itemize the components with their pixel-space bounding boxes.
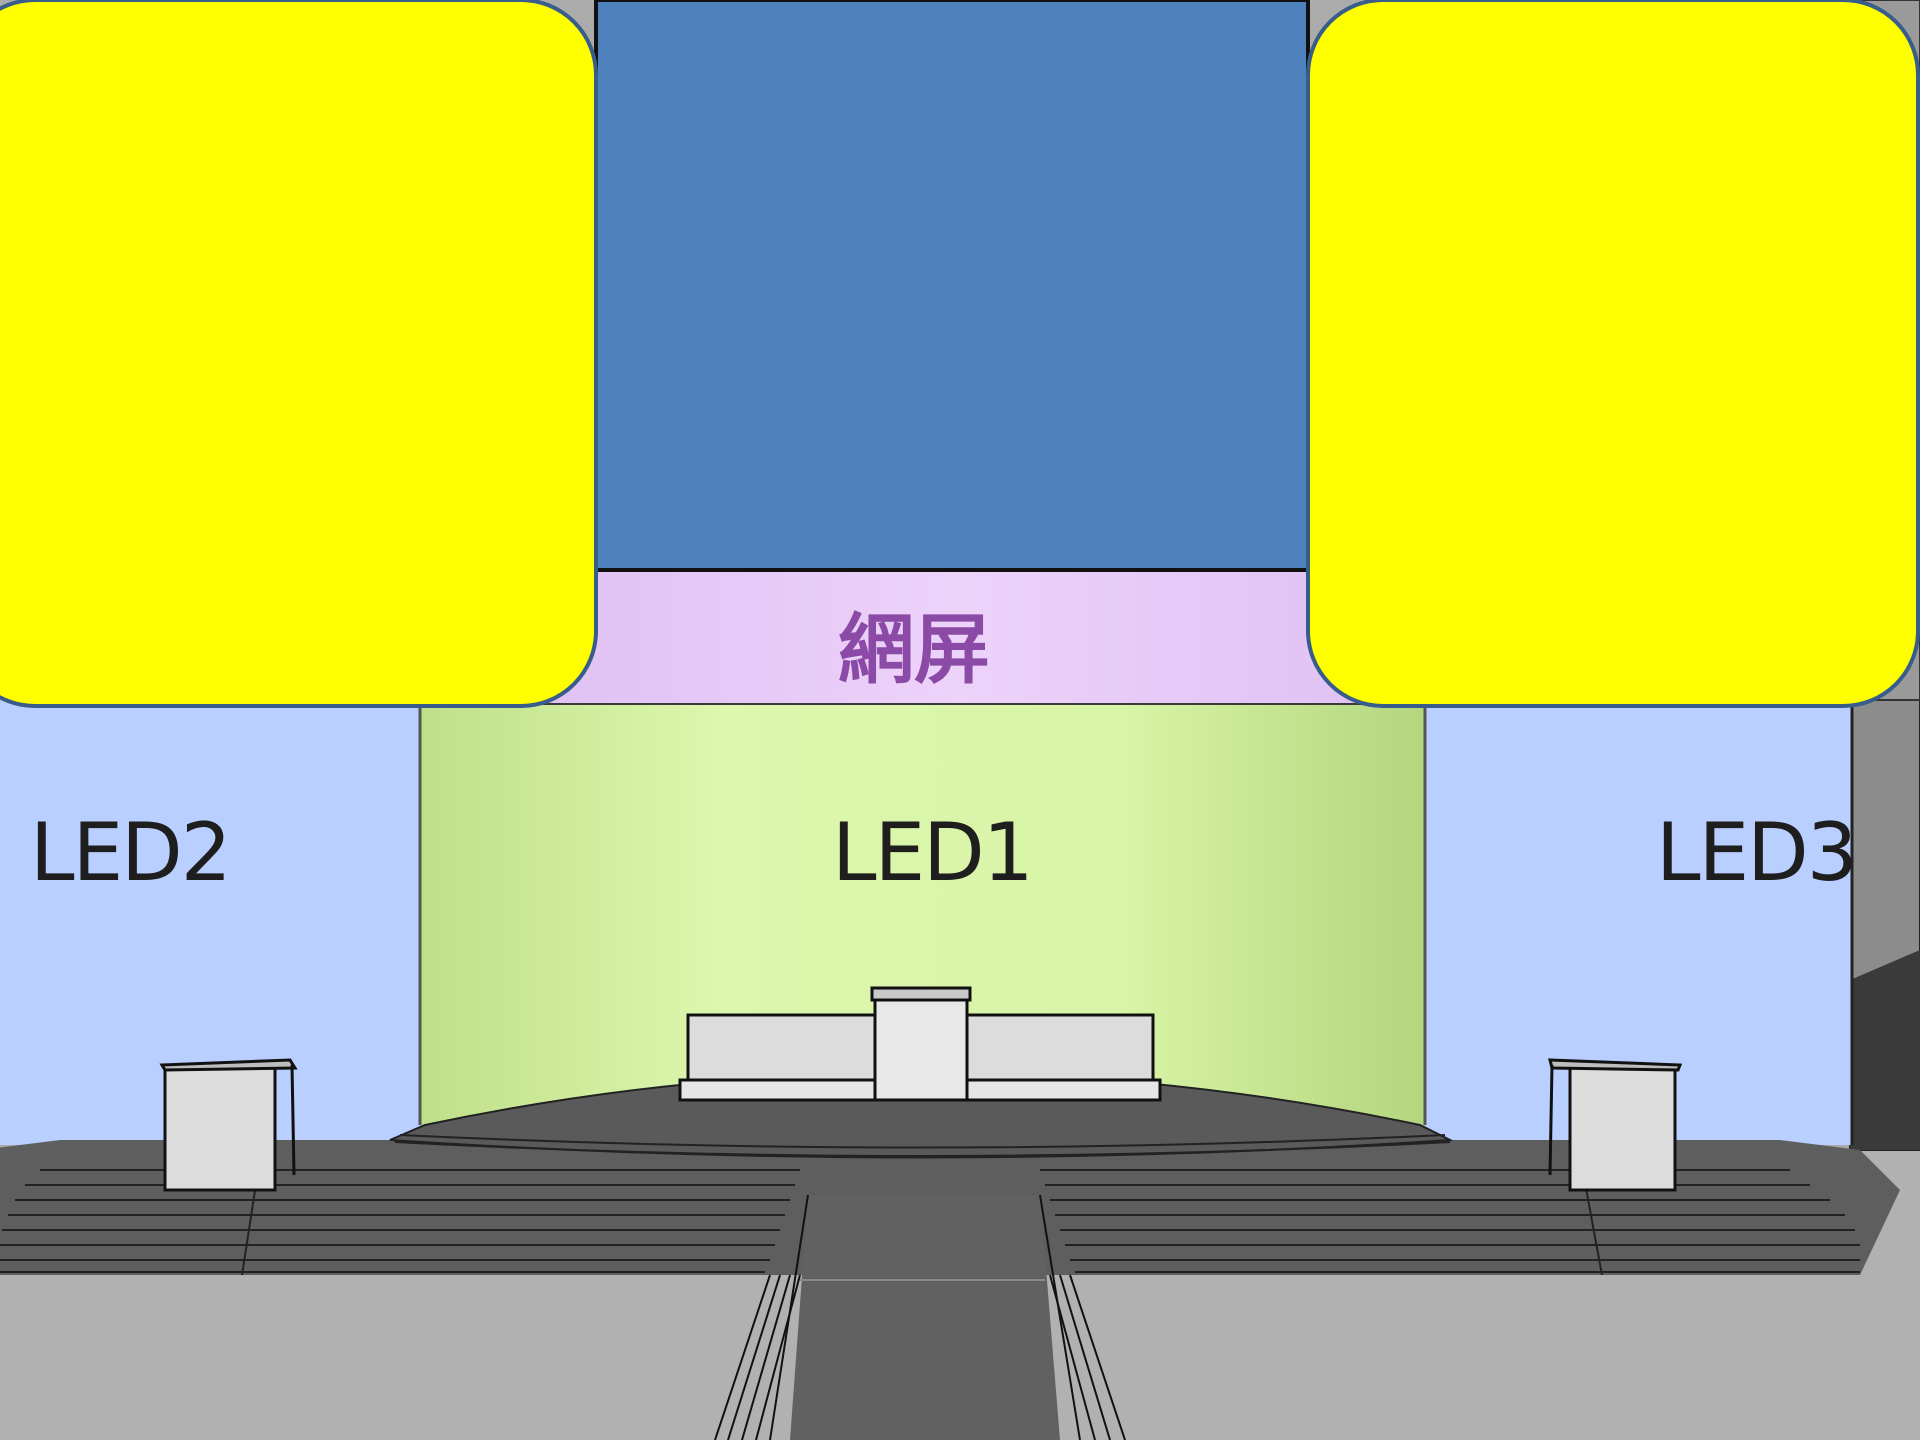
net-screen-label: 網屏 xyxy=(838,605,990,694)
right-yellow-block xyxy=(1306,0,1920,708)
led1-label: LED1 xyxy=(832,806,1034,899)
left-yellow-block xyxy=(0,0,598,708)
left-podium xyxy=(159,1058,298,1192)
led2-label: LED2 xyxy=(30,806,232,899)
center-table xyxy=(678,986,1162,1102)
center-blue-block xyxy=(594,0,1310,572)
center-runway xyxy=(790,1195,1060,1440)
upper-stage-step-2 xyxy=(394,1141,1451,1157)
right-wall-dark xyxy=(1850,950,1920,1150)
led1-panel xyxy=(420,705,1425,1125)
runway-steps-left xyxy=(714,1194,809,1440)
runway-steps-right xyxy=(1039,1194,1126,1440)
upper-stage-step-1 xyxy=(399,1134,1446,1149)
led3-label: LED3 xyxy=(1656,806,1858,899)
right-podium xyxy=(1548,1058,1683,1192)
